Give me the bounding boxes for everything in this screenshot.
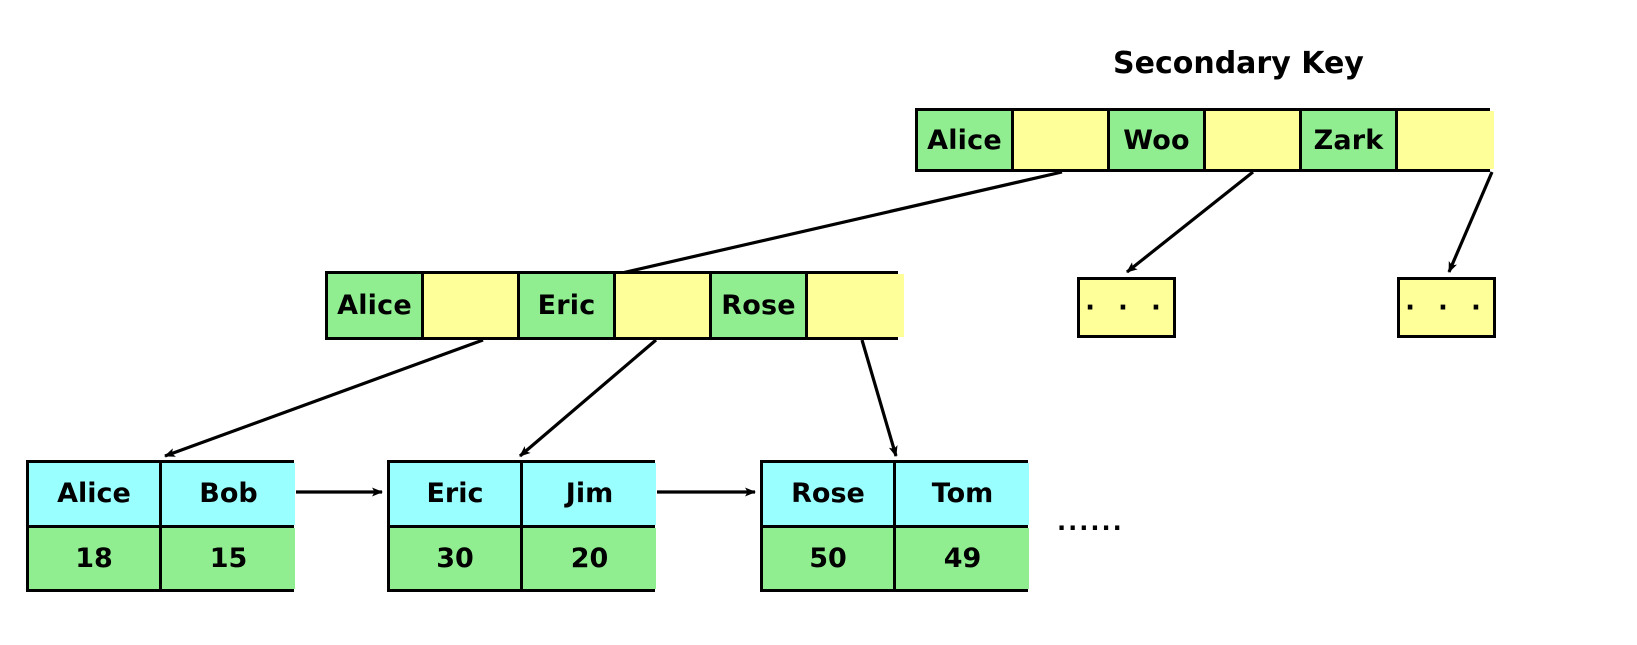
leaf-name-cell[interactable]: Tom	[896, 463, 1029, 525]
edge-root-to-ellipsis-1	[1126, 170, 1254, 274]
index-key-cell[interactable]: Zark	[1302, 111, 1398, 169]
index-pointer-cell[interactable]	[616, 274, 712, 337]
edge-root-to-ellipsis-2	[1447, 171, 1494, 273]
index-key-cell[interactable]: Eric	[520, 274, 616, 337]
page-title: Secondary Key	[1113, 46, 1364, 81]
leaf-name-cell[interactable]: Alice	[29, 463, 162, 525]
ellipsis-subtree-1[interactable]: · · ·	[1077, 277, 1176, 338]
edge-internal-to-leaf-1	[164, 338, 484, 458]
leaf-value-cell[interactable]: 18	[29, 527, 162, 589]
index-pointer-cell[interactable]	[1014, 111, 1110, 169]
leaf-value-cell[interactable]: 15	[162, 527, 295, 589]
leaf-value-cell[interactable]: 49	[896, 527, 1029, 589]
index-pointer-cell[interactable]	[1398, 111, 1494, 169]
index-pointer-cell[interactable]	[424, 274, 520, 337]
leaf-value-cell[interactable]: 50	[763, 527, 896, 589]
edge-root-to-internal	[599, 170, 1063, 281]
index-pointer-cell[interactable]	[808, 274, 904, 337]
leaf-name-cell[interactable]: Jim	[523, 463, 656, 525]
leaf-name-cell[interactable]: Eric	[390, 463, 523, 525]
index-key-cell[interactable]: Woo	[1110, 111, 1206, 169]
leaf-value-cell[interactable]: 30	[390, 527, 523, 589]
leaf-value-cell[interactable]: 20	[523, 527, 656, 589]
index-key-cell[interactable]: Alice	[918, 111, 1014, 169]
root-index-node[interactable]: Alice Woo Zark	[915, 108, 1494, 172]
edge-internal-to-leaf-2	[518, 338, 658, 458]
ellipsis-subtree-2[interactable]: · · ·	[1397, 277, 1496, 338]
edge-internal-to-leaf-3	[860, 339, 898, 457]
internal-index-node[interactable]: Alice Eric Rose	[325, 271, 904, 340]
index-key-cell[interactable]: Rose	[712, 274, 808, 337]
index-key-cell[interactable]: Alice	[328, 274, 424, 337]
leaf-overflow-dots: ......	[1057, 508, 1124, 536]
index-pointer-cell[interactable]	[1206, 111, 1302, 169]
leaf-name-cell[interactable]: Bob	[162, 463, 295, 525]
leaf-name-cell[interactable]: Rose	[763, 463, 896, 525]
